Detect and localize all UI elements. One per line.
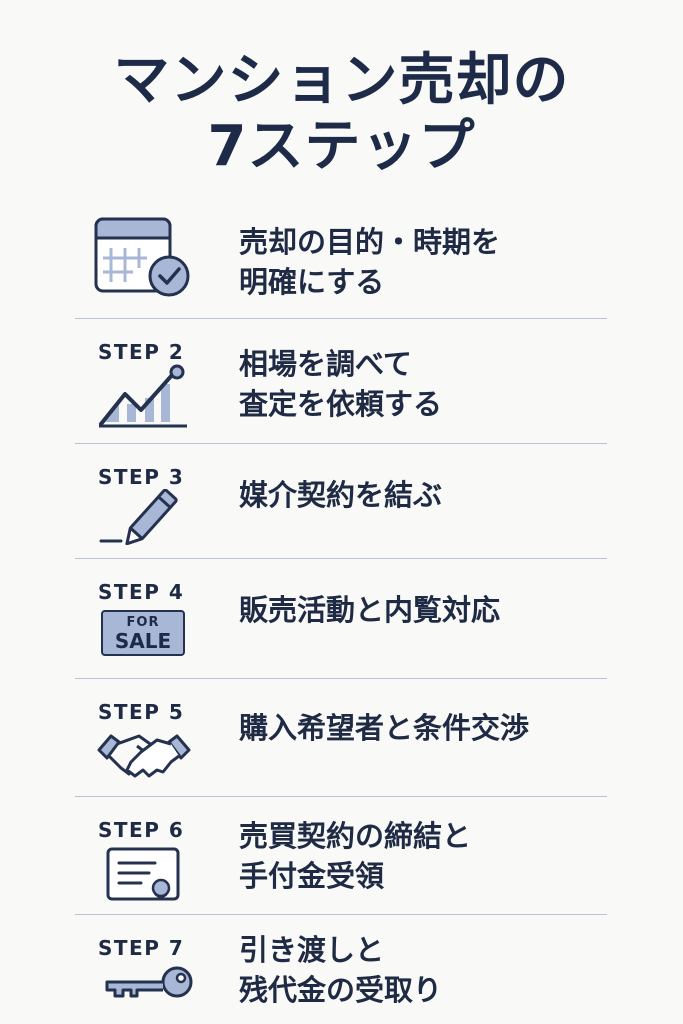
step-7-line-1: 引き渡しと xyxy=(239,933,385,967)
step-4-label: STEP 4 xyxy=(98,580,185,604)
step-1: 売却の目的・時期を 明確にする xyxy=(75,210,607,315)
step-3: STEP 3 媒介契約を結ぶ xyxy=(75,453,607,553)
step-5-label: STEP 5 xyxy=(98,700,185,724)
step-2-label: STEP 2 xyxy=(98,340,185,364)
step-7-text: 引き渡しと 残代金の受取り xyxy=(239,930,442,1010)
key-icon xyxy=(105,966,193,998)
step-2: STEP 2 相場を調べて 査定を依頼する xyxy=(75,328,607,438)
pen-icon xyxy=(99,489,178,545)
handshake-icon xyxy=(97,734,191,778)
step-7-label: STEP 7 xyxy=(98,936,185,960)
divider xyxy=(75,796,607,797)
step-2-text: 相場を調べて 査定を依頼する xyxy=(239,344,442,424)
sign-line-1: FOR xyxy=(126,615,160,630)
title-line-1: マンション売却の xyxy=(113,48,570,113)
step-4-line-1: 販売活動と内覧対応 xyxy=(239,593,501,627)
step-2-line-2: 査定を依頼する xyxy=(239,387,443,421)
divider xyxy=(75,914,607,915)
divider xyxy=(75,678,607,679)
step-2-line-1: 相場を調べて xyxy=(239,347,412,381)
step-1-line-1: 売却の目的・時期を xyxy=(239,225,501,259)
step-5-text: 購入希望者と条件交渉 xyxy=(239,708,529,748)
divider xyxy=(75,318,607,319)
step-5: STEP 5 購入希望者と条件交渉 xyxy=(75,688,607,790)
step-6-text: 売買契約の締結と 手付金受領 xyxy=(239,816,471,896)
step-1-line-2: 明確にする xyxy=(239,265,385,299)
step-4: STEP 4 FOR SALE 販売活動と内覧対応 xyxy=(75,568,607,674)
step-6-line-2: 手付金受領 xyxy=(239,859,385,893)
title-line-2: 7ステップ xyxy=(207,114,476,179)
step-5-line-1: 購入希望者と条件交渉 xyxy=(239,711,530,745)
step-7: STEP 7 引き渡しと 残代金の受取り xyxy=(75,924,607,1024)
step-4-text: 販売活動と内覧対応 xyxy=(239,590,500,630)
step-1-text: 売却の目的・時期を 明確にする xyxy=(239,222,500,302)
step-6-label: STEP 6 xyxy=(98,818,185,842)
calendar-check-icon xyxy=(94,217,190,297)
step-6: STEP 6 売買契約の締結と 手付金受領 xyxy=(75,806,607,910)
certificate-icon xyxy=(106,847,180,901)
step-3-label: STEP 3 xyxy=(98,465,185,489)
step-3-text: 媒介契約を結ぶ xyxy=(239,475,442,515)
step-7-line-2: 残代金の受取り xyxy=(239,973,443,1007)
step-3-line-1: 媒介契約を結ぶ xyxy=(239,478,443,512)
for-sale-sign-icon: FOR SALE xyxy=(101,610,185,656)
divider xyxy=(75,443,607,444)
page-title: マンション売却の 7ステップ xyxy=(0,48,683,180)
sign-line-2: SALE xyxy=(114,629,172,653)
rising-chart-icon xyxy=(99,364,187,428)
divider xyxy=(75,558,607,559)
step-6-line-1: 売買契約の締結と xyxy=(239,819,472,853)
